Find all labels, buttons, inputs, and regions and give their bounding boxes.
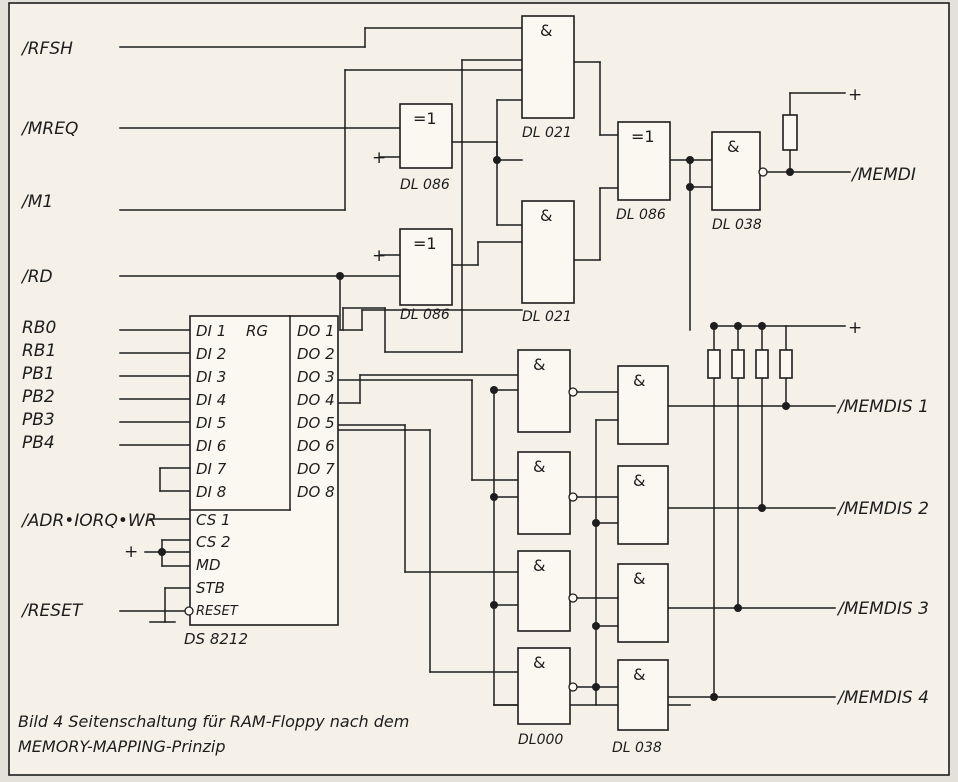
output-and-4 (617, 659, 669, 731)
and-gate-symbol: & (633, 371, 645, 390)
signal-rd: /RD (20, 267, 53, 287)
xor-gate-symbol: =1 (413, 109, 437, 128)
pin-do3: DO 3 (297, 368, 335, 386)
decoder-and-3 (517, 550, 571, 632)
register-name: RG (246, 322, 268, 340)
pin-do2: DO 2 (297, 345, 335, 363)
caption-line-2: MEMORY-MAPPING-Prinzip (18, 737, 226, 756)
pin-cs2: CS 2 (196, 533, 231, 551)
signal-pb2: PB2 (22, 387, 55, 407)
resistor (755, 349, 769, 379)
and-gate-symbol: & (533, 556, 545, 575)
register-part: DS 8212 (184, 630, 248, 648)
and-gate-symbol: & (633, 569, 645, 588)
signal-pb3: PB3 (22, 410, 55, 430)
decoder-and-4 (517, 647, 571, 725)
resistor (731, 349, 745, 379)
pin-do5: DO 5 (297, 414, 335, 432)
gate-label-dl086-a: DL 086 (400, 177, 450, 193)
signal-rb0: RB0 (22, 318, 56, 338)
signal-memdis2: /MEMDIS 2 (836, 499, 929, 519)
pin-di4: DI 4 (196, 391, 226, 409)
resistor (779, 349, 793, 379)
and-gate-dl021-b (521, 200, 575, 304)
gate-label-dl000: DL000 (518, 732, 563, 748)
signal-m1: /M1 (20, 192, 53, 212)
gate-label-dl021-b: DL 021 (522, 309, 572, 325)
pin-stb: STB (196, 579, 225, 597)
and-gate-dl021-a (521, 15, 575, 119)
pin-do1: DO 1 (297, 322, 335, 340)
pin-di7: DI 7 (196, 460, 227, 478)
gates: =1 + DL 086 =1 + DL 086 & DL 021 & DL 02… (124, 15, 862, 756)
register-ds8212 (189, 315, 339, 626)
xor-gate-dl086-b (399, 228, 453, 306)
and-gate-symbol: & (727, 137, 739, 156)
pin-do7: DO 7 (297, 460, 335, 478)
signal-memdis3: /MEMDIS 3 (836, 599, 929, 619)
gate-label-dl038-top: DL 038 (712, 217, 762, 233)
gate-label-dl021-a: DL 021 (522, 125, 572, 141)
xor-gate-symbol: =1 (631, 127, 655, 146)
signal-memdi: /MEMDI (850, 165, 916, 185)
plus-label: + (372, 246, 386, 266)
xor-gate-dl086-c (617, 121, 671, 201)
plus-label: + (848, 318, 862, 338)
pin-di1: DI 1 (196, 322, 226, 340)
pin-md: MD (196, 556, 221, 574)
and-gate-symbol: & (533, 653, 545, 672)
and-gate-symbol: & (533, 457, 545, 476)
decoder-and-2 (517, 451, 571, 535)
pin-di6: DI 6 (196, 437, 226, 455)
and-gate-symbol: & (540, 21, 552, 40)
plus-label: + (848, 85, 862, 105)
signal-reset: /RESET (20, 601, 84, 621)
and-gate-symbol: & (540, 206, 552, 225)
and-gate-symbol: & (633, 471, 645, 490)
xor-gate-symbol: =1 (413, 234, 437, 253)
plus-label: + (372, 148, 386, 168)
signal-pb4: PB4 (22, 433, 55, 453)
figure-frame (8, 2, 950, 776)
gate-label-dl038-bottom: DL 038 (612, 740, 662, 756)
signal-rb1: RB1 (22, 341, 56, 361)
signal-rfsh: /RFSH (20, 39, 73, 59)
resistor (707, 349, 721, 379)
pin-do4: DO 4 (297, 391, 335, 409)
signal-memdis1: /MEMDIS 1 (836, 397, 929, 417)
pin-cs1: CS 1 (196, 511, 231, 529)
resistor (782, 114, 798, 151)
signal-adr: /ADR•IORQ•WR (20, 511, 157, 531)
signal-mreq: /MREQ (20, 119, 78, 139)
and-gate-symbol: & (533, 355, 545, 374)
output-and-3 (617, 563, 669, 643)
pin-do8: DO 8 (297, 483, 335, 501)
figure-caption: Bild 4 Seitenschaltung für RAM-Floppy na… (18, 712, 409, 756)
pin-do6: DO 6 (297, 437, 335, 455)
pin-di8: DI 8 (196, 483, 226, 501)
junctions (158, 156, 794, 701)
gate-label-dl086-b: DL 086 (400, 307, 450, 323)
xor-gate-dl086-a (399, 103, 453, 169)
signal-pb1: PB1 (22, 364, 55, 384)
pin-di5: DI 5 (196, 414, 226, 432)
and-gate-symbol: & (633, 665, 645, 684)
output-and-1 (617, 365, 669, 445)
pin-reset: RESET (196, 604, 239, 619)
plus-label: + (124, 542, 138, 562)
pin-di2: DI 2 (196, 345, 226, 363)
output-and-2 (617, 465, 669, 545)
pin-di3: DI 3 (196, 368, 226, 386)
signal-memdis4: /MEMDIS 4 (836, 688, 929, 708)
gate-label-dl086-c: DL 086 (616, 207, 666, 223)
signal-labels: /RFSH /MREQ /M1 /RD RB0 RB1 PB1 PB2 PB3 … (20, 39, 929, 708)
caption-line-1: Bild 4 Seitenschaltung für RAM-Floppy na… (18, 712, 409, 731)
